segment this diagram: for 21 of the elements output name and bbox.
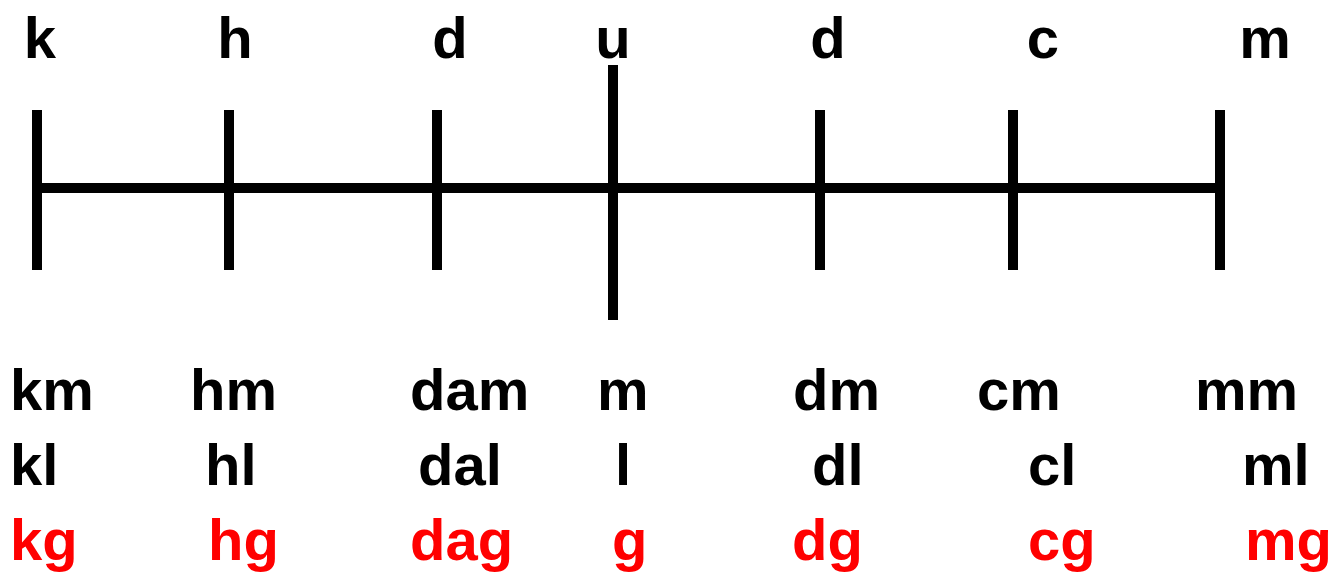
unit-label: ml — [1242, 436, 1310, 494]
unit-label: hl — [205, 436, 257, 494]
unit-label: l — [615, 436, 632, 494]
unit-label: dm — [793, 361, 880, 419]
prefix-label: d — [810, 9, 846, 67]
unit-label: dam — [410, 361, 530, 419]
unit-label: dal — [418, 436, 502, 494]
prefix-label: k — [23, 9, 57, 67]
prefix-label: h — [217, 9, 253, 67]
unit-label: dl — [812, 436, 864, 494]
unit-label: cm — [977, 361, 1061, 419]
unit-label: kl — [10, 436, 59, 494]
unit-label: hm — [190, 361, 277, 419]
unit-label: km — [10, 361, 94, 419]
unit-label: m — [597, 361, 649, 419]
prefix-label: d — [432, 9, 468, 67]
prefix-label: m — [1239, 9, 1291, 67]
prefix-label: c — [1026, 9, 1060, 67]
unit-label: cl — [1028, 436, 1077, 494]
unit-label: mm — [1195, 361, 1299, 419]
prefix-label: u — [595, 9, 631, 67]
